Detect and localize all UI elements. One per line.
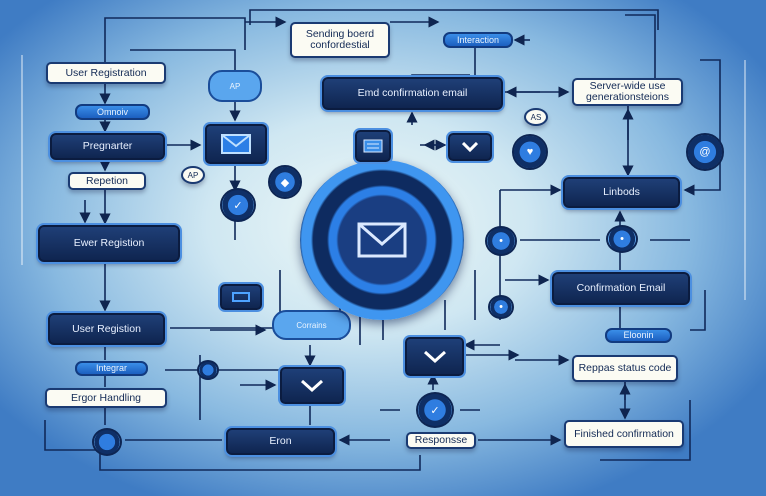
envelope-icon [357,222,407,258]
check-box-upper[interactable] [405,337,464,376]
node-omnoiv[interactable]: Omnoiv [75,104,150,120]
rectangle-icon [232,292,250,302]
node-error-handling[interactable]: Ergor Handling [45,388,167,408]
node-label: Sending boerd confordestial [305,28,375,51]
check-icon [423,350,446,363]
node-circle[interactable]: • [606,225,638,253]
node-label: Finished confirmation [574,427,674,440]
badge-ap: AP [181,166,205,184]
node-label: Eron [269,435,292,447]
node-label: Interaction [456,34,500,45]
check-icon: ✓ [430,404,440,417]
node-interaction[interactable]: Interaction [443,32,513,48]
node-eloonin[interactable]: Eloonin [605,328,672,343]
node-label: Confirmation Email [576,282,666,294]
node-circle[interactable] [197,360,219,380]
node-label: Responsse [414,434,468,446]
check-icon: ✓ [233,199,243,212]
envelope-box[interactable] [205,124,267,164]
chevron-box[interactable] [448,133,492,161]
badge-label: AS [530,112,542,122]
node-responsse[interactable]: Responsse [406,432,476,449]
node-label: Linbods [603,186,640,198]
node-label: Server-wide use generationsteions [586,80,669,103]
node-label: Emd confirmation email [357,87,468,99]
node-label: User Registration [65,66,147,79]
node-eron[interactable]: Eron [226,428,335,455]
node-reppas[interactable]: Reppas status code [572,355,678,382]
node-label: Eloonin [623,330,654,340]
node-email-confirmation[interactable]: Emd confirmation email [322,77,503,110]
shield-icon: ◆ [280,176,290,189]
cloud-label: AP [229,81,241,91]
node-label: Ewer Registion [73,237,145,249]
node-integrar[interactable]: Integrar [75,361,148,376]
check-circle[interactable]: ✓ [416,392,454,428]
node-label: User Registion [72,322,141,335]
node-user-registration-top[interactable]: User Registration [46,62,166,84]
chevron-down-icon [462,142,478,152]
node-pregnarter[interactable]: Pregnarter [50,133,165,160]
node-confirmation-email[interactable]: Confirmation Email [552,272,690,305]
at-icon: @ [699,146,711,158]
cloud-corrains: Corrains [272,310,351,340]
node-circle[interactable]: • [488,295,514,319]
node-label: Repetion [85,174,129,187]
node-user-registion[interactable]: User Registion [48,313,165,345]
node-label: Omnoiv [96,106,128,117]
dot-icon: • [620,233,624,245]
node-finished[interactable]: Finished confirmation [564,420,684,448]
cloud-ap: AP [208,70,262,102]
badge-label: AP [187,170,199,180]
node-server-wide[interactable]: Server-wide use generationsteions [572,78,683,106]
document-box[interactable] [355,130,391,162]
heart-icon: ♥ [526,146,534,158]
node-label: Pregnarter [82,140,133,152]
node-ewer-registion[interactable]: Ewer Registion [38,225,180,262]
node-repetion[interactable]: Repetion [68,172,146,190]
heart-circle[interactable]: ♥ [512,134,548,170]
node-label: Integrar [95,363,128,373]
check-circle[interactable]: ✓ [220,188,256,222]
node-linbods[interactable]: Linbods [563,177,680,208]
node-circle[interactable]: • [485,226,517,256]
check-box-lower[interactable] [280,367,344,404]
cloud-label: Corrains [296,320,327,330]
document-icon [363,139,383,153]
node-sending[interactable]: Sending boerd confordestial [290,22,390,58]
envelope-icon [221,134,251,154]
node-label: Reppas status code [578,362,672,374]
node-circle[interactable] [92,428,122,456]
check-icon [300,379,324,392]
central-email-hub[interactable] [300,160,464,320]
shield-circle[interactable]: ◆ [268,165,302,199]
small-box[interactable] [220,284,262,310]
badge-as: AS [524,108,548,126]
at-circle[interactable]: @ [686,133,724,171]
dot-icon: • [499,235,503,247]
node-label: Ergor Handling [70,391,142,404]
dot-icon: • [499,301,503,313]
